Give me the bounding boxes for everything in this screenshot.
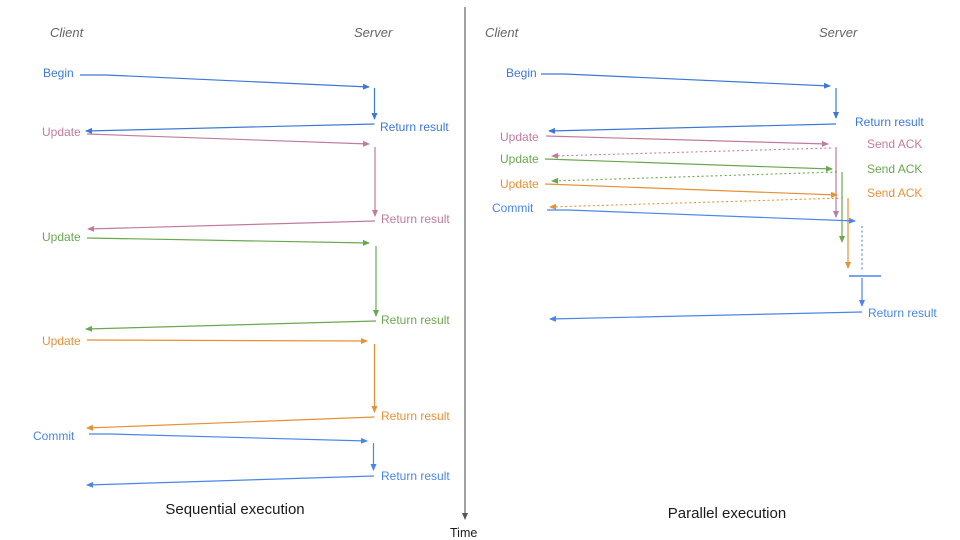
seq-update2-request-arrow: [86, 237, 370, 246]
par-update1-ack-arrow: [551, 147, 832, 159]
par-update2-label: Update: [500, 152, 539, 166]
seq-update3-return-arrow: [86, 416, 375, 431]
par-commit-response-label: Return result: [868, 306, 937, 320]
seq-update2-return-arrow: [85, 320, 377, 332]
time-axis-label: Time: [450, 526, 477, 540]
par-commit-return-arrow: [549, 311, 863, 322]
seq-update1-label: Update: [42, 125, 81, 139]
seq-update1-response-label: Return result: [381, 212, 450, 226]
seq-client-header: Client: [50, 25, 85, 40]
seq-update3-response-label: Return result: [381, 409, 450, 423]
par-update2-ack-arrow: [551, 171, 838, 184]
par-update3-request-arrow: [544, 183, 838, 198]
seq-commit-response-label: Return result: [381, 469, 450, 483]
seq-begin-response-label: Return result: [380, 120, 449, 134]
seq-update1-request-arrow: [86, 133, 370, 147]
seq-update3-request-arrow: [86, 337, 368, 344]
parallel-diagram: Client Server Begin Return result Update…: [485, 25, 937, 522]
seq-server-header: Server: [354, 25, 393, 40]
par-begin-response-label: Return result: [855, 115, 924, 129]
par-update2-response-label: Send ACK: [867, 162, 922, 176]
par-update3-label: Update: [500, 177, 539, 191]
par-begin-label: Begin: [506, 66, 537, 80]
par-begin-return-arrow: [548, 123, 837, 134]
seq-update2-label: Update: [42, 230, 81, 244]
time-axis: Time: [450, 7, 477, 540]
par-begin-request-arrow: [541, 73, 831, 89]
seq-update3-label: Update: [42, 334, 81, 348]
seq-begin-request-arrow: [80, 74, 370, 90]
par-commit-label: Commit: [492, 201, 534, 215]
par-client-header: Client: [485, 25, 520, 40]
seq-update2-response-label: Return result: [381, 313, 450, 327]
seq-commit-return-arrow: [86, 475, 375, 488]
par-update1-request-arrow: [545, 135, 829, 147]
par-update3-response-label: Send ACK: [867, 186, 922, 200]
sequential-caption: Sequential execution: [165, 501, 304, 518]
seq-begin-return-arrow: [85, 123, 375, 134]
seq-begin-label: Begin: [43, 66, 74, 80]
parallel-caption: Parallel execution: [668, 505, 786, 522]
seq-commit-request-arrow: [89, 433, 368, 444]
sequential-diagram: Client Server Begin Return result Update…: [33, 25, 450, 518]
seq-commit-label: Commit: [33, 429, 75, 443]
seq-update1-return-arrow: [87, 220, 376, 232]
par-update3-ack-arrow: [549, 197, 844, 210]
par-update2-request-arrow: [544, 158, 833, 172]
par-update1-response-label: Send ACK: [867, 137, 922, 151]
par-commit-request-arrow: [547, 209, 856, 224]
par-update1-label: Update: [500, 130, 539, 144]
par-server-header: Server: [819, 25, 858, 40]
